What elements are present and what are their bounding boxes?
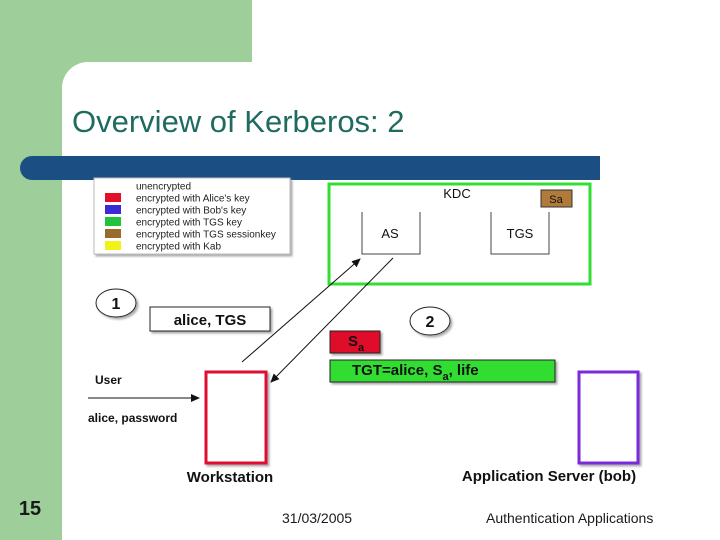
legend-label: encrypted with TGS sessionkey [136,230,276,241]
legend-swatch [105,241,121,250]
legend-swatch [105,205,121,214]
as-label: AS [381,226,399,241]
step-1-label: 1 [112,296,121,313]
user-label: User [95,373,122,387]
arrow-request [241,258,361,363]
step-2-marker [409,306,451,336]
workstation-label: Workstation [187,469,273,486]
slide-title: Overview of Kerberos: 2 [72,104,405,139]
tgs-label: TGS [507,226,534,241]
session-key-label: Sa [348,333,365,354]
tgt-box [329,359,556,383]
legend-swatch [105,229,121,238]
kdc-box [327,182,592,286]
footer-title: Authentication Applications [486,510,654,526]
legend-label: unencrypted [136,182,191,193]
session-key-box [329,330,381,354]
tgt-label: TGT=alice, Sa, life [352,362,479,383]
legend-swatch [104,180,122,191]
tgs-box [490,212,550,255]
app-server-label: Application Server (bob) [462,468,636,485]
background-left-strip [0,0,62,540]
app-server-box [577,370,640,465]
request-message: alice, TGS [174,312,247,329]
title-underline-bar [20,156,600,180]
workstation-box [204,370,268,465]
sa-badge [540,189,573,208]
request-message-box [149,306,271,332]
legend-label: encrypted with Kab [136,242,221,253]
arrow-reply [270,257,394,383]
as-box [361,212,421,255]
footer-date: 31/03/2005 [282,510,353,526]
legend-swatch [105,217,121,226]
step-2-label: 2 [426,314,435,331]
legend-label: encrypted with Bob's key [136,206,246,217]
legend-box [93,177,291,255]
slide-number: 15 [18,498,42,520]
step-1-marker [95,288,137,318]
sa-badge-label: Sa [549,194,563,206]
password-label: alice, password [88,411,177,425]
legend-swatch [105,193,121,202]
legend-label: encrypted with TGS key [136,218,242,229]
legend-label: encrypted with Alice's key [136,194,250,205]
kdc-label: KDC [443,186,470,201]
